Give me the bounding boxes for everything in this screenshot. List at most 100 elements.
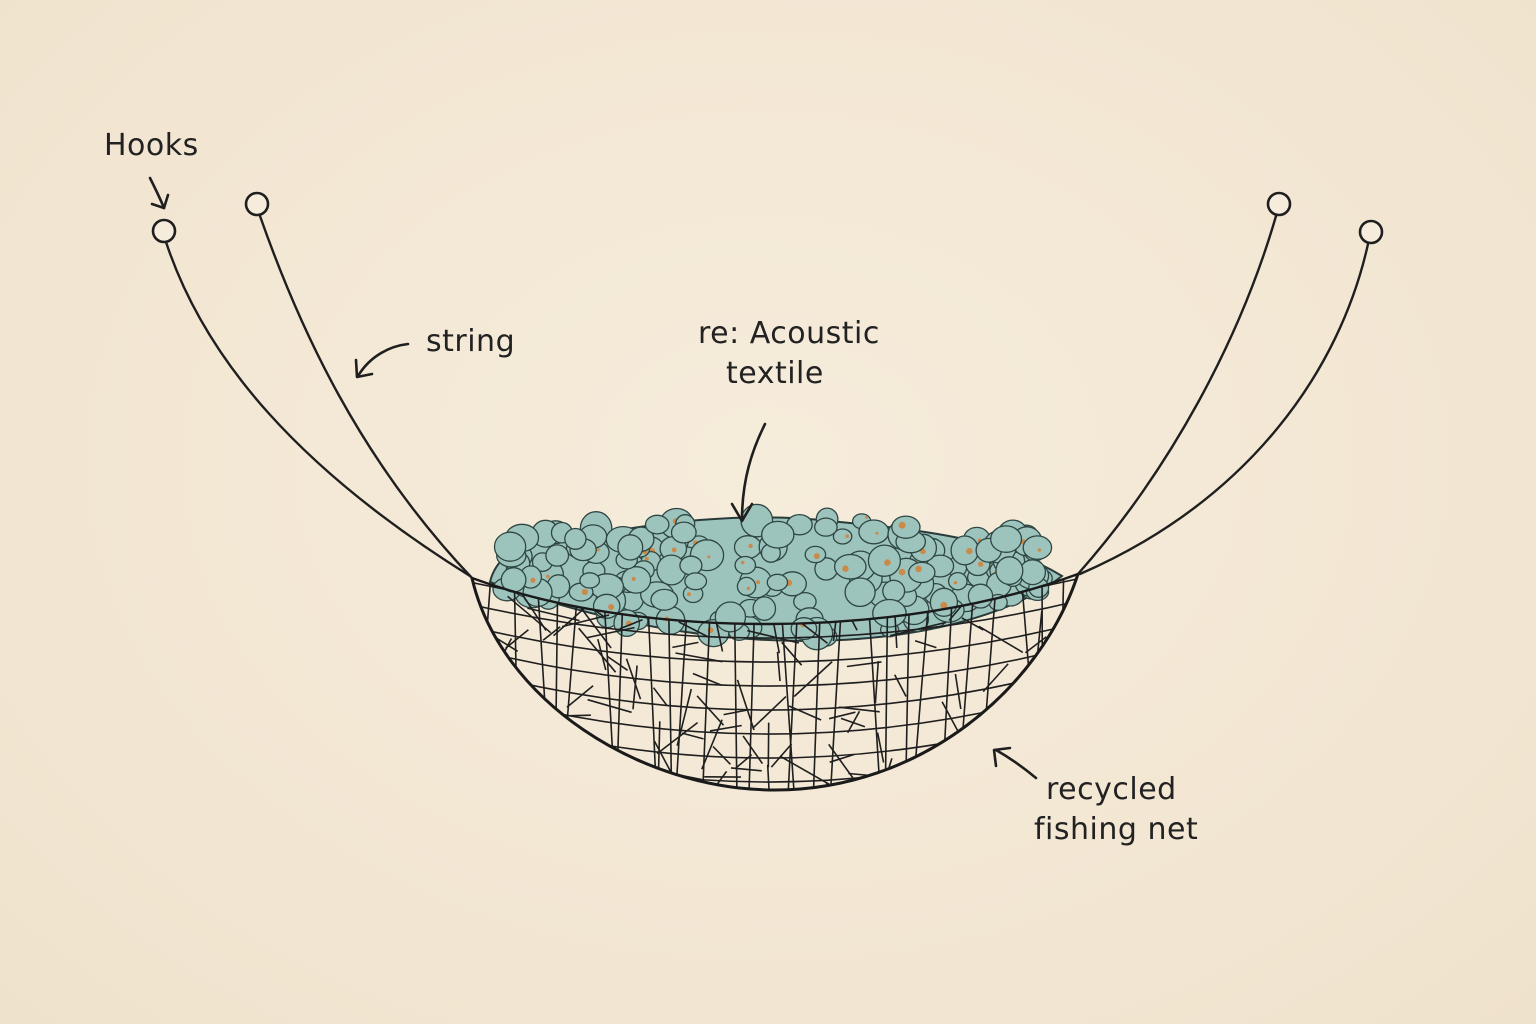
net-strand: [1050, 690, 1072, 708]
string-left-outer: [164, 240, 472, 578]
net-strand: [766, 764, 771, 790]
net-strand: [889, 621, 947, 637]
net-strand: [517, 783, 537, 790]
net-strand: [840, 717, 866, 728]
textile-speck: [865, 515, 869, 519]
net-strand: [1071, 687, 1078, 721]
net-strand: [825, 782, 837, 790]
net-strand: [1061, 668, 1078, 691]
net-strand: [846, 661, 882, 668]
net-strand: [472, 663, 1078, 711]
net-strand: [954, 673, 962, 710]
net-strand: [893, 674, 907, 697]
net-strand: [874, 771, 914, 790]
textile-speck: [581, 588, 588, 596]
fishing-net-label-line2: fishing net: [1034, 812, 1199, 847]
net-strand: [695, 770, 728, 790]
net-strand: [1024, 636, 1047, 654]
arrow-hooks: [148, 176, 170, 210]
textile-speck: [845, 534, 850, 538]
textile-clump: [995, 556, 1024, 586]
net-strand: [672, 641, 699, 649]
textile-clump: [564, 527, 587, 550]
textile-clump: [950, 535, 980, 566]
strings: [164, 214, 1370, 580]
textile-speck: [687, 592, 691, 597]
textile-speck: [842, 565, 849, 572]
net-strand: [982, 663, 1009, 693]
textile-speck: [978, 561, 984, 567]
net-strand: [1004, 690, 1030, 714]
textile-clump: [790, 617, 818, 641]
textile-speck: [966, 547, 973, 555]
arrow-net: [992, 746, 1038, 780]
net-strand: [447, 775, 470, 819]
string-right-inner: [1076, 214, 1278, 576]
textile-speck: [940, 601, 948, 609]
net-strand: [1041, 574, 1044, 790]
textile-clump: [947, 571, 968, 591]
textile-clump: [882, 579, 906, 603]
textile-speck: [875, 531, 879, 535]
textile-clump: [621, 566, 652, 594]
net-strand: [730, 767, 762, 772]
net-strand: [587, 698, 632, 714]
net-strand: [1018, 719, 1056, 732]
textile-speck: [671, 547, 677, 553]
net-strand: [656, 721, 699, 755]
net-strand: [892, 763, 939, 782]
net-strand: [552, 604, 589, 637]
textile-speck: [915, 565, 922, 573]
net-strand: [876, 732, 885, 763]
net-strand: [942, 784, 956, 790]
net-strand: [715, 623, 724, 652]
fishing-net-label-line1: recycled: [1046, 772, 1177, 807]
net-strand: [963, 744, 982, 764]
net-strand: [518, 589, 547, 631]
net-strand: [484, 689, 502, 716]
textile-clump: [545, 544, 570, 567]
hook-1: [151, 218, 177, 244]
net-strand: [692, 672, 722, 687]
net-strand: [747, 629, 800, 644]
textile-clump: [761, 520, 795, 549]
acoustic-textile-label-line1: re: Acoustic: [698, 316, 880, 351]
textile-clump: [872, 598, 907, 628]
hook-3: [1266, 191, 1292, 217]
textile-clump: [644, 514, 670, 535]
net-strand: [1057, 574, 1065, 790]
net-strand: [709, 724, 742, 732]
net-strand: [734, 754, 753, 770]
net-strand: [770, 743, 793, 768]
net-strand: [1063, 684, 1078, 701]
textile-speck: [813, 553, 820, 560]
textile-clump: [990, 525, 1023, 553]
net-strand: [793, 661, 833, 698]
textile-speck: [707, 555, 711, 559]
textile-speck: [631, 576, 636, 581]
textile-speck: [884, 559, 891, 566]
net-strand: [999, 764, 1009, 789]
net-strand: [625, 658, 642, 700]
net-strand: [931, 761, 952, 777]
net-strand: [1071, 697, 1078, 702]
net-strand: [998, 704, 1004, 725]
textile-clump: [833, 553, 867, 580]
textile-clump: [592, 593, 621, 619]
net-strand: [472, 705, 507, 725]
textile-clump: [714, 601, 747, 633]
net-strand: [742, 735, 764, 765]
annotation-arrows: [148, 176, 1038, 780]
net-strand: [838, 706, 880, 713]
net-strand: [788, 705, 822, 721]
net-strand: [781, 641, 803, 666]
net-strand: [561, 614, 610, 628]
textile-clump: [736, 576, 757, 597]
textile-clump: [733, 535, 762, 560]
acoustic-textile-label-line2: textile: [726, 356, 824, 391]
arrow-string: [354, 342, 410, 379]
string-left-inner: [258, 214, 474, 580]
textile-clump: [814, 517, 838, 537]
